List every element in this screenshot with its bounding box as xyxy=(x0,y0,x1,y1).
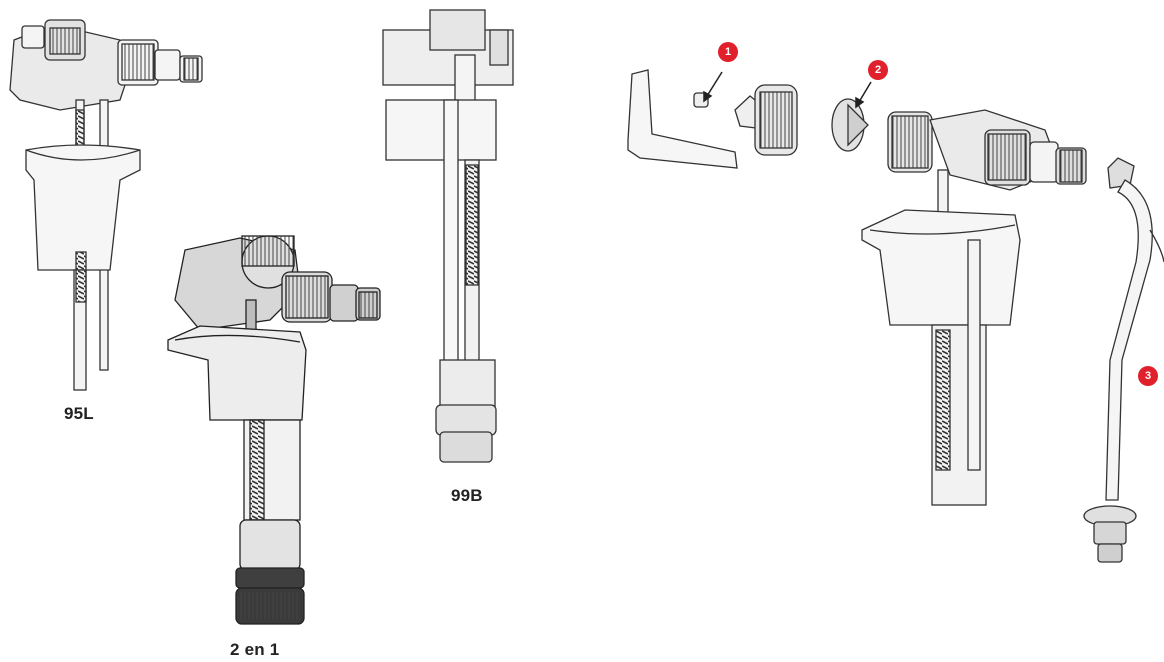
marker-2: 2 xyxy=(868,60,888,80)
valve-2en1 xyxy=(167,235,381,625)
valve-99b xyxy=(382,9,514,463)
marker-1: 1 xyxy=(718,42,738,62)
marker-arrows xyxy=(703,71,872,109)
marker-3: 3 xyxy=(1138,366,1158,386)
lever-arm xyxy=(627,69,738,169)
valve-95l xyxy=(9,19,203,391)
label-95l: 95L xyxy=(64,404,94,423)
exploded-parts xyxy=(627,69,1087,506)
flex-hose-part-3 xyxy=(1083,157,1164,563)
label-2en1: 2 en 1 xyxy=(230,640,280,659)
label-99b: 99B xyxy=(451,486,483,505)
